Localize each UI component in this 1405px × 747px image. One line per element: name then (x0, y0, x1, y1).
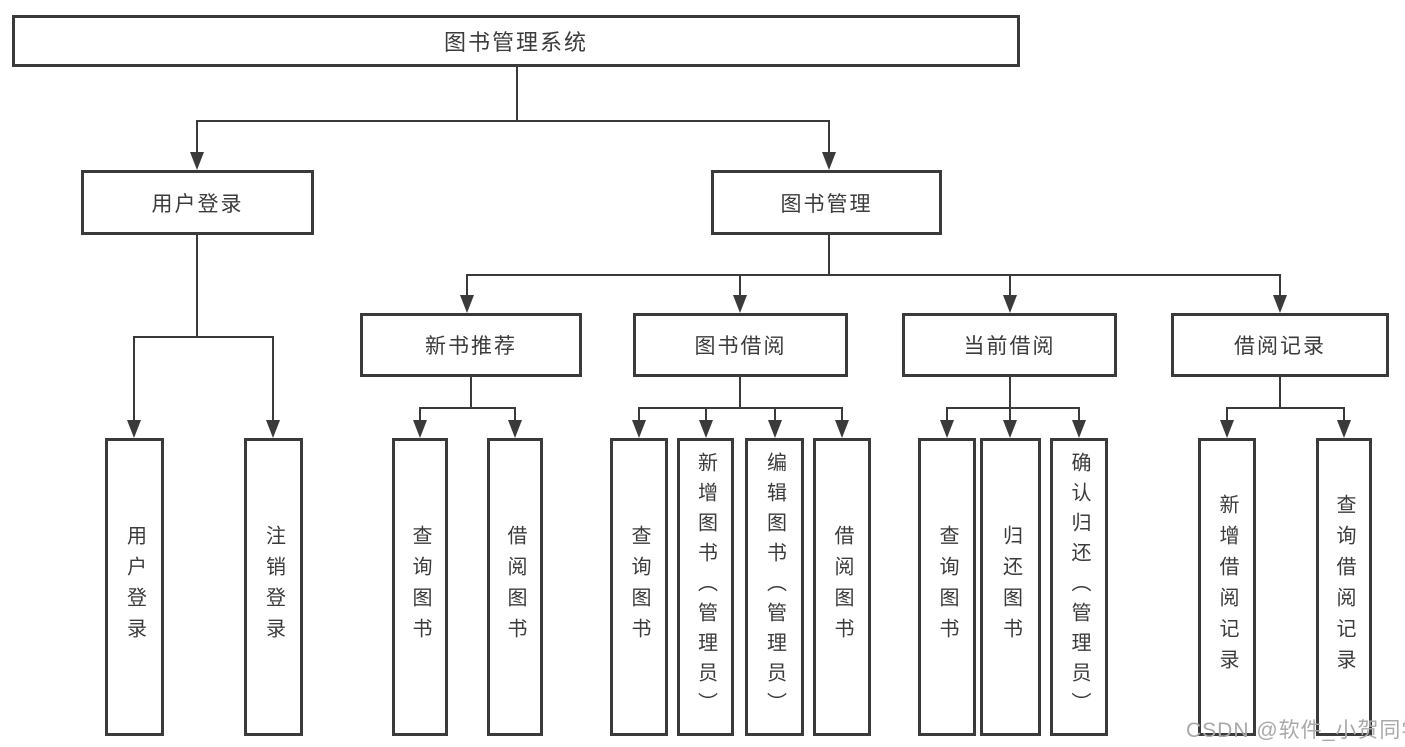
connector-drop (774, 407, 776, 421)
arrow-down-icon (699, 420, 713, 438)
connector-drop (946, 407, 948, 421)
leaf-logout: 注销登录 (244, 438, 303, 736)
arrow-down-icon (1072, 420, 1086, 438)
leaf-query-record-label: 查询借阅记录 (1333, 494, 1355, 680)
arrow-down-icon (190, 152, 204, 170)
node-borrow-record-label: 借阅记录 (1234, 335, 1326, 358)
arrow-down-icon (632, 420, 646, 438)
node-book-mgmt-label: 图书管理 (780, 192, 873, 216)
connector-new-book-rec-hline (419, 407, 516, 409)
connector-drop-current-borrow (1009, 274, 1011, 296)
connector-book-borrow-stub (739, 377, 741, 407)
arrow-down-icon (768, 420, 782, 438)
connector-user-login-hline (133, 336, 274, 338)
leaf-add-record-label: 新增借阅记录 (1216, 494, 1238, 680)
connector-book-borrow-hline (638, 407, 843, 409)
arrow-down-icon (1273, 295, 1287, 313)
node-book-mgmt: 图书管理 (711, 170, 942, 235)
arrow-down-icon (127, 420, 141, 438)
node-new-book-rec-label: 新书推荐 (425, 335, 517, 358)
leaf-add-book-label: 新增图书（管理员） (694, 452, 717, 722)
leaf-query-book-current: 查询图书 (918, 438, 976, 736)
node-user-login-label: 用户登录 (151, 192, 244, 216)
node-book-borrow-label: 图书借阅 (694, 335, 787, 358)
leaf-borrow-book-borrow-label: 借阅图书 (831, 525, 853, 649)
leaf-borrow-book-rec: 借阅图书 (487, 438, 543, 736)
leaf-return-book: 归还图书 (980, 438, 1041, 736)
connector-drop-leaf-user-login (133, 336, 135, 421)
connector-user-login-stub (196, 235, 198, 336)
connector-drop (419, 407, 421, 421)
connector-drop (1226, 407, 1228, 421)
leaf-confirm-return: 确认归还（管理员） (1050, 438, 1108, 736)
leaf-logout-label: 注销登录 (262, 525, 285, 649)
leaf-edit-book: 编辑图书（管理员） (745, 438, 804, 736)
connector-root-stub (516, 67, 518, 120)
connector-drop (705, 407, 707, 421)
leaf-user-login-label: 用户登录 (123, 525, 146, 649)
arrow-down-icon (835, 420, 849, 438)
connector-drop-leaf-logout (272, 336, 274, 421)
node-current-borrow: 当前借阅 (902, 313, 1117, 377)
connector-drop-user-login (196, 120, 198, 153)
leaf-add-record: 新增借阅记录 (1198, 438, 1256, 736)
node-root: 图书管理系统 (12, 15, 1020, 67)
connector-drop (638, 407, 640, 421)
leaf-query-book-borrow: 查询图书 (610, 438, 668, 736)
connector-borrow-record-stub (1279, 377, 1281, 407)
connector-drop (1078, 407, 1080, 421)
leaf-query-book-current-label: 查询图书 (936, 525, 958, 649)
leaf-query-record: 查询借阅记录 (1316, 438, 1372, 736)
arrow-down-icon (413, 420, 427, 438)
arrow-down-icon (1337, 420, 1351, 438)
connector-drop-book-mgmt (828, 120, 830, 153)
leaf-query-book-rec-label: 查询图书 (409, 525, 431, 649)
connector-drop (841, 407, 843, 421)
arrow-down-icon (1003, 295, 1017, 313)
arrow-down-icon (940, 420, 954, 438)
connector-book-mgmt-stub (828, 235, 830, 274)
leaf-add-book: 新增图书（管理员） (677, 438, 734, 736)
arrow-down-icon (733, 295, 747, 313)
leaf-user-login: 用户登录 (105, 438, 164, 736)
node-root-label: 图书管理系统 (443, 30, 588, 55)
leaf-return-book-label: 归还图书 (999, 525, 1022, 649)
leaf-query-book-borrow-label: 查询图书 (628, 525, 650, 649)
connector-current-borrow-stub (1009, 377, 1011, 407)
csdn-watermark: CSDN @软件_小贺同学 (1186, 719, 1405, 742)
connector-book-mgmt-hline (466, 274, 1281, 276)
leaf-borrow-book-borrow: 借阅图书 (813, 438, 871, 736)
connector-borrow-record-hline (1226, 407, 1345, 409)
node-book-borrow: 图书借阅 (633, 313, 848, 377)
connector-drop (1343, 407, 1345, 421)
node-borrow-record: 借阅记录 (1171, 313, 1389, 377)
arrow-down-icon (1220, 420, 1234, 438)
connector-drop-new-book-rec (466, 274, 468, 296)
leaf-edit-book-label: 编辑图书（管理员） (763, 452, 786, 722)
connector-drop (1009, 407, 1011, 421)
connector-new-book-rec-stub (470, 377, 472, 407)
connector-drop-book-borrow (739, 274, 741, 296)
arrow-down-icon (822, 152, 836, 170)
connector-drop-borrow-record (1279, 274, 1281, 296)
node-current-borrow-label: 当前借阅 (963, 335, 1056, 358)
leaf-borrow-book-rec-label: 借阅图书 (504, 525, 526, 649)
arrow-down-icon (460, 295, 474, 313)
arrow-down-icon (1003, 420, 1017, 438)
connector-drop (514, 407, 516, 421)
arrow-down-icon (508, 420, 522, 438)
connector-current-borrow-hline (946, 407, 1080, 409)
node-user-login: 用户登录 (81, 170, 314, 235)
connector-root-hline (196, 120, 830, 122)
node-new-book-rec: 新书推荐 (360, 313, 582, 377)
leaf-query-book-rec: 查询图书 (392, 438, 448, 736)
arrow-down-icon (266, 420, 280, 438)
leaf-confirm-return-label: 确认归还（管理员） (1068, 452, 1090, 722)
